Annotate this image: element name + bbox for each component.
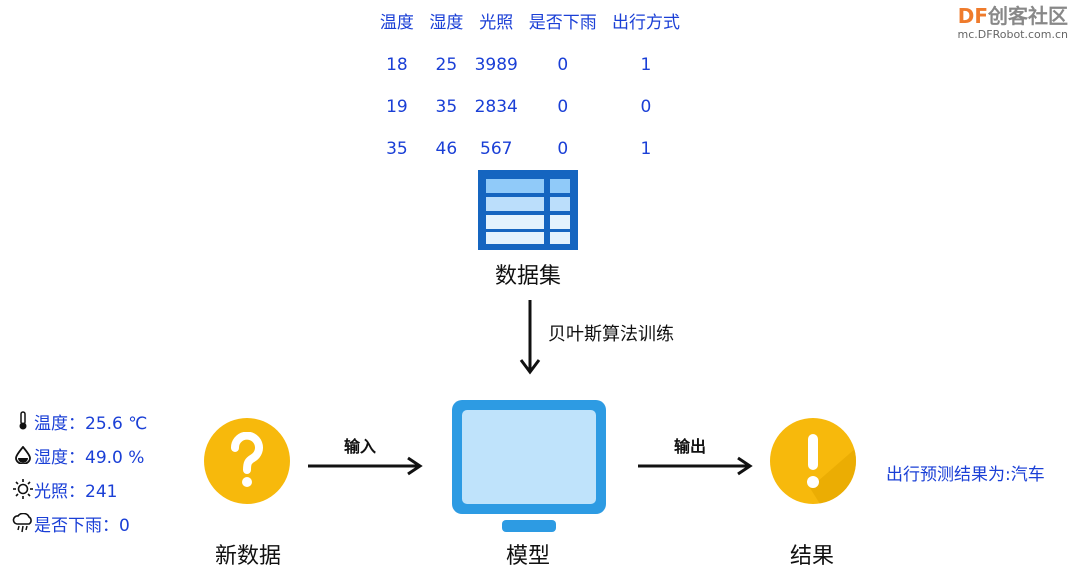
question-icon (204, 418, 290, 504)
header-light: 光照 (479, 13, 514, 33)
watermark-brand: DF创客社区 (957, 4, 1068, 28)
table-row: 18 25 3989 0 1 (370, 55, 690, 75)
header-rain: 是否下雨 (528, 13, 597, 33)
table-cell: 35 (386, 139, 408, 159)
new-data-list: 温度：25.6 ℃ 湿度：49.0 % 光照：241 是否下雨：0 (12, 404, 147, 540)
sensor-text: 温度：25.6 ℃ (34, 413, 148, 434)
header-humidity: 湿度 (429, 13, 464, 33)
table-cell: 25 (435, 55, 458, 75)
arrow-right-icon (308, 456, 423, 476)
table-cell: 1 (640, 139, 652, 159)
table-cell: 567 (480, 139, 513, 159)
output-label: 输出 (674, 437, 707, 456)
header-temperature: 温度 (379, 13, 414, 33)
exclamation-icon (770, 418, 856, 504)
table-cell: 3989 (474, 55, 518, 75)
table-cell: 0 (640, 97, 652, 117)
sensor-text: 湿度：49.0 % (34, 447, 145, 468)
table-cell: 0 (557, 139, 569, 159)
thermometer-icon (12, 411, 34, 431)
sensor-temperature: 温度：25.6 ℃ (12, 404, 147, 438)
arrow-right-icon (638, 456, 753, 476)
rain-cloud-icon (12, 513, 34, 533)
table-cell: 18 (386, 55, 408, 75)
prediction-result: 出行预测结果为:汽车 (886, 465, 1045, 485)
sensor-text: 是否下雨：0 (34, 515, 130, 536)
watermark-url: mc.DFRobot.com.cn (957, 28, 1068, 41)
dataset-label: 数据集 (494, 264, 561, 289)
monitor-icon (452, 400, 606, 532)
watermark: DF创客社区 mc.DFRobot.com.cn (958, 4, 1068, 41)
sun-icon (12, 479, 34, 499)
table-cell: 19 (386, 97, 408, 117)
table-cell: 35 (435, 97, 458, 117)
model-label: 模型 (505, 544, 550, 569)
result-label: 结果 (789, 544, 834, 569)
table-row: 19 35 2834 0 0 (370, 97, 690, 117)
table-row: 35 46 567 0 1 (370, 139, 690, 159)
droplet-icon (12, 446, 34, 464)
sensor-text: 光照：241 (34, 481, 118, 502)
sensor-humidity: 湿度：49.0 % (12, 438, 147, 472)
table-cell: 46 (435, 139, 458, 159)
input-label: 输入 (344, 437, 377, 456)
table-cell: 2834 (474, 97, 518, 117)
table-cell: 0 (557, 55, 569, 75)
table-icon (478, 170, 578, 250)
table-cell: 1 (640, 55, 652, 75)
dataset-table: 温度 湿度 光照 是否下雨 出行方式 18 25 3989 0 1 19 35 … (370, 8, 690, 159)
arrow-down-icon (519, 300, 541, 375)
table-header: 温度 湿度 光照 是否下雨 出行方式 (370, 8, 690, 33)
sensor-rain: 是否下雨：0 (12, 506, 147, 540)
training-label: 贝叶斯算法训练 (548, 324, 674, 345)
sensor-light: 光照：241 (12, 472, 147, 506)
new-data-label: 新数据 (214, 544, 281, 569)
table-cell: 0 (557, 97, 569, 117)
header-travel-mode: 出行方式 (611, 13, 680, 33)
